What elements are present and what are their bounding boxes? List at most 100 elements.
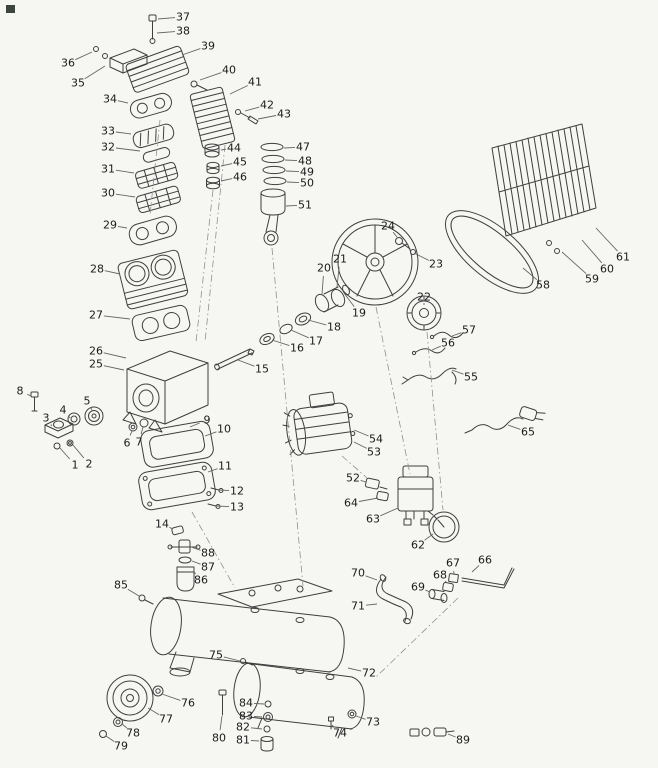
- fitting-64: [376, 491, 389, 502]
- part-number-83: 83: [239, 710, 253, 723]
- part-number-8: 8: [17, 385, 24, 398]
- leader-line-13: [215, 505, 230, 508]
- leader-line-43: [257, 115, 277, 120]
- leader-line-60: [581, 239, 603, 264]
- leader-line-18: [307, 319, 327, 326]
- leader-line-79: [105, 735, 115, 742]
- bolt-40: [190, 80, 208, 91]
- part-number-19: 19: [352, 307, 366, 320]
- leader-line-8: [27, 393, 32, 397]
- leader-line-32: [115, 147, 141, 152]
- part-number-22: 22: [417, 291, 431, 304]
- sleeve-20-21: [314, 284, 350, 313]
- part-number-3: 3: [43, 412, 50, 425]
- leader-line-63: [380, 507, 399, 517]
- leader-line-29: [117, 225, 128, 229]
- motor-53-54: [282, 391, 356, 456]
- part-number-7: 7: [136, 436, 143, 449]
- check-valve-52: [364, 477, 388, 490]
- leader-line-10: [204, 431, 217, 437]
- line-art: [30, 14, 597, 752]
- part-number-24: 24: [381, 220, 395, 233]
- power-cord-65: [464, 406, 546, 434]
- leader-line-65: [507, 424, 521, 430]
- leader-line-15: [237, 359, 255, 367]
- part-number-73: 73: [366, 716, 380, 729]
- leader-line-83: [253, 716, 263, 718]
- part-number-48: 48: [298, 155, 312, 168]
- cylinder-28: [117, 249, 189, 310]
- leader-line-6: [129, 430, 133, 436]
- bearing-5: [84, 406, 104, 426]
- fitting-14: [171, 525, 184, 536]
- fin-block-59-61: [491, 123, 597, 254]
- hose-70-71: [376, 574, 414, 625]
- cap-81: [260, 736, 274, 752]
- leader-line-11: [207, 468, 218, 473]
- bolt-23-24: [395, 237, 416, 255]
- part-number-15: 15: [255, 363, 269, 376]
- part-number-27: 27: [89, 309, 103, 322]
- connector-87: [178, 556, 192, 564]
- part-number-51: 51: [298, 199, 312, 212]
- leader-line-35: [84, 65, 106, 80]
- leader-line-41: [229, 85, 248, 95]
- leader-line-44: [220, 148, 227, 151]
- crankshaft-15: [214, 348, 255, 371]
- leader-line-57: [451, 332, 462, 337]
- leader-line-30: [115, 193, 136, 198]
- flange-3-4: [44, 412, 81, 439]
- part-number-39: 39: [201, 40, 215, 53]
- part-number-26: 26: [89, 345, 103, 358]
- leader-line-27: [103, 315, 131, 320]
- plate-32: [142, 147, 171, 163]
- gasket-27: [131, 304, 191, 342]
- leader-line-25: [103, 365, 125, 371]
- part-number-31: 31: [101, 163, 115, 176]
- part-number-13: 13: [230, 501, 244, 514]
- part-number-53: 53: [367, 446, 381, 459]
- part-number-79: 79: [114, 740, 128, 753]
- part-number-59: 59: [585, 273, 599, 286]
- bolt-37-38: [148, 14, 157, 44]
- part-number-6: 6: [124, 437, 131, 450]
- fitting-69: [428, 589, 448, 603]
- part-number-60: 60: [600, 263, 614, 276]
- leader-line-88: [190, 546, 201, 551]
- tank-72: [233, 662, 365, 739]
- part-number-52: 52: [346, 472, 360, 485]
- wheel-77: [106, 674, 154, 722]
- leader-line-33: [115, 131, 132, 135]
- leader-line-49: [285, 170, 300, 173]
- leader-line-12: [218, 489, 230, 492]
- leader-line-4: [67, 415, 71, 419]
- part-number-16: 16: [290, 342, 304, 355]
- leader-line-80: [219, 715, 223, 731]
- leader-line-14: [169, 526, 174, 530]
- leader-line-26: [103, 352, 127, 359]
- leader-line-50: [286, 181, 300, 184]
- part-number-82: 82: [236, 721, 250, 734]
- head-cover-39: [125, 45, 190, 93]
- washer-83: [263, 712, 273, 722]
- part-number-43: 43: [277, 108, 291, 121]
- part-number-71: 71: [351, 600, 365, 613]
- part-number-10: 10: [217, 423, 231, 436]
- drain-plug-73: [347, 709, 357, 719]
- leader-line-37: [157, 17, 176, 20]
- part-number-57: 57: [462, 324, 476, 337]
- part-number-76: 76: [181, 697, 195, 710]
- leader-line-42: [244, 106, 260, 112]
- leader-line-1: [59, 447, 71, 460]
- part-number-55: 55: [464, 371, 478, 384]
- part-number-80: 80: [212, 732, 226, 745]
- leader-line-74: [331, 724, 335, 728]
- crankcase-25-26: [122, 350, 209, 433]
- leader-line-55: [451, 369, 464, 375]
- leader-line-21: [336, 266, 340, 288]
- leader-line-68: [444, 580, 448, 584]
- part-number-2: 2: [86, 458, 93, 471]
- washer-79: [99, 730, 107, 738]
- part-number-40: 40: [222, 64, 236, 77]
